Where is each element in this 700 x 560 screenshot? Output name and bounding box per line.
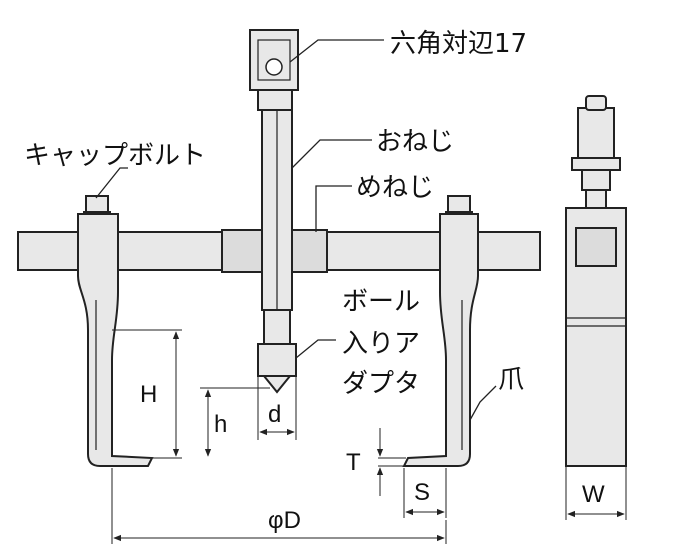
front-view (17, 29, 541, 467)
female-thread-label: めねじ (356, 173, 434, 203)
side-hex-head (577, 107, 615, 159)
dim-d: d (268, 401, 281, 428)
hex-label: 六角対辺17 (390, 29, 527, 59)
ball-adapter-label-3: ダプタ (342, 369, 420, 399)
dim-S: S (414, 479, 430, 506)
side-view (565, 95, 627, 467)
claw-label: 爪 (498, 365, 524, 395)
dim-T: T (346, 449, 361, 476)
ball-adapter-label-2: 入りア (342, 329, 420, 359)
ball-adapter (257, 343, 297, 377)
leaders (95, 39, 497, 421)
ball-adapter-label-1: ボール (342, 287, 420, 317)
hex-hole-icon (265, 58, 283, 76)
dim-H: H (140, 381, 157, 408)
cap-bolt-label: キャップボルト (24, 141, 206, 171)
dimensions (111, 329, 627, 544)
male-thread-label: おねじ (376, 127, 454, 157)
dim-W: W (582, 481, 605, 508)
dim-h: h (214, 411, 227, 438)
dim-D: φD (268, 507, 301, 534)
claw-right (402, 213, 479, 467)
